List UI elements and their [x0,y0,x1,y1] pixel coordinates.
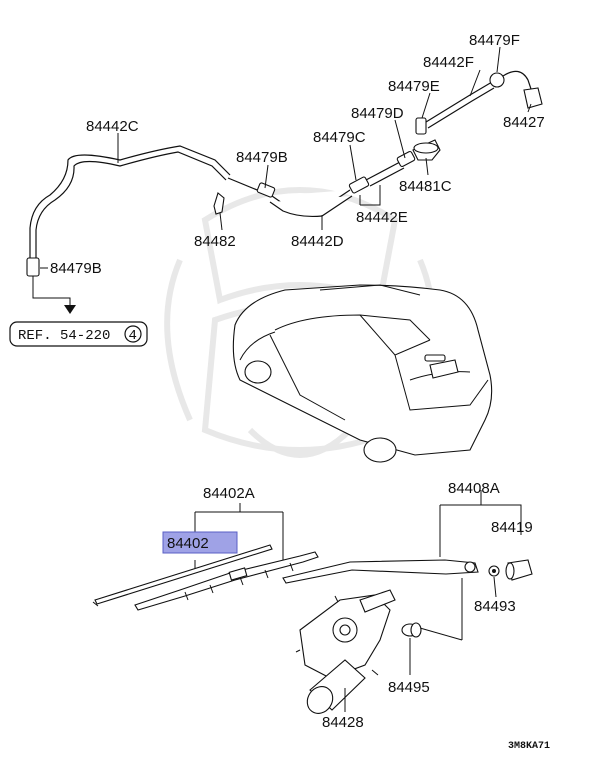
washer-hose-assembly [26,70,543,290]
label-84493: 84493 [474,598,516,615]
connector-84479E [415,117,427,135]
down-arrow-icon [64,305,76,314]
connector-84479B-top [256,182,276,198]
label-84408A: 84408A [448,480,500,497]
reference-box[interactable]: REF. 54-220 4 [9,321,148,347]
label-84427: 84427 [503,114,545,131]
highlight-84402 [162,531,238,554]
connector-84479F [489,72,505,88]
label-84479D: 84479D [351,105,404,122]
leader-lines-top [40,46,532,269]
label-84442F: 84442F [423,54,474,71]
wiper-blade-assembly-84402A [134,551,319,611]
reference-pointer [32,290,76,314]
connector-84479C [348,176,370,194]
cap-84419 [505,559,533,581]
reference-circled-number: 4 [129,328,137,344]
wiper-motor-84428 [295,589,396,714]
clip-84482 [213,192,225,215]
label-84442C: 84442C [86,118,139,135]
label-84402[interactable]: 84402 [167,535,209,552]
nut-84493 [488,565,500,598]
label-84419: 84419 [491,519,533,536]
label-84402A: 84402A [203,485,255,502]
label-84495: 84495 [388,679,430,696]
grommet-84427 [523,87,543,109]
grommet-84495 [401,622,422,675]
reference-text: REF. 54-220 [18,328,110,344]
label-84479F: 84479F [469,32,520,49]
label-84481C: 84481C [399,178,452,195]
label-84479B-top: 84479B [236,149,288,166]
label-84482: 84482 [194,233,236,250]
footer-code: 3M8KA71 [508,741,550,752]
label-84442D: 84442D [291,233,344,250]
connector-84479B-bottom [26,257,40,277]
wiper-arm-84408A [282,490,522,641]
connector-84479D [396,150,416,168]
part-labels: 84479F 84442F 84479E 84427 84479D 84442C… [50,32,550,752]
label-84442E: 84442E [356,209,408,226]
wiper-blade-84402 [92,544,273,607]
label-84479C: 84479C [313,129,366,146]
label-84479E: 84479E [388,78,440,95]
label-84479B-bottom: 84479B [50,260,102,277]
label-84428: 84428 [322,714,364,731]
car-illustration [232,284,493,463]
